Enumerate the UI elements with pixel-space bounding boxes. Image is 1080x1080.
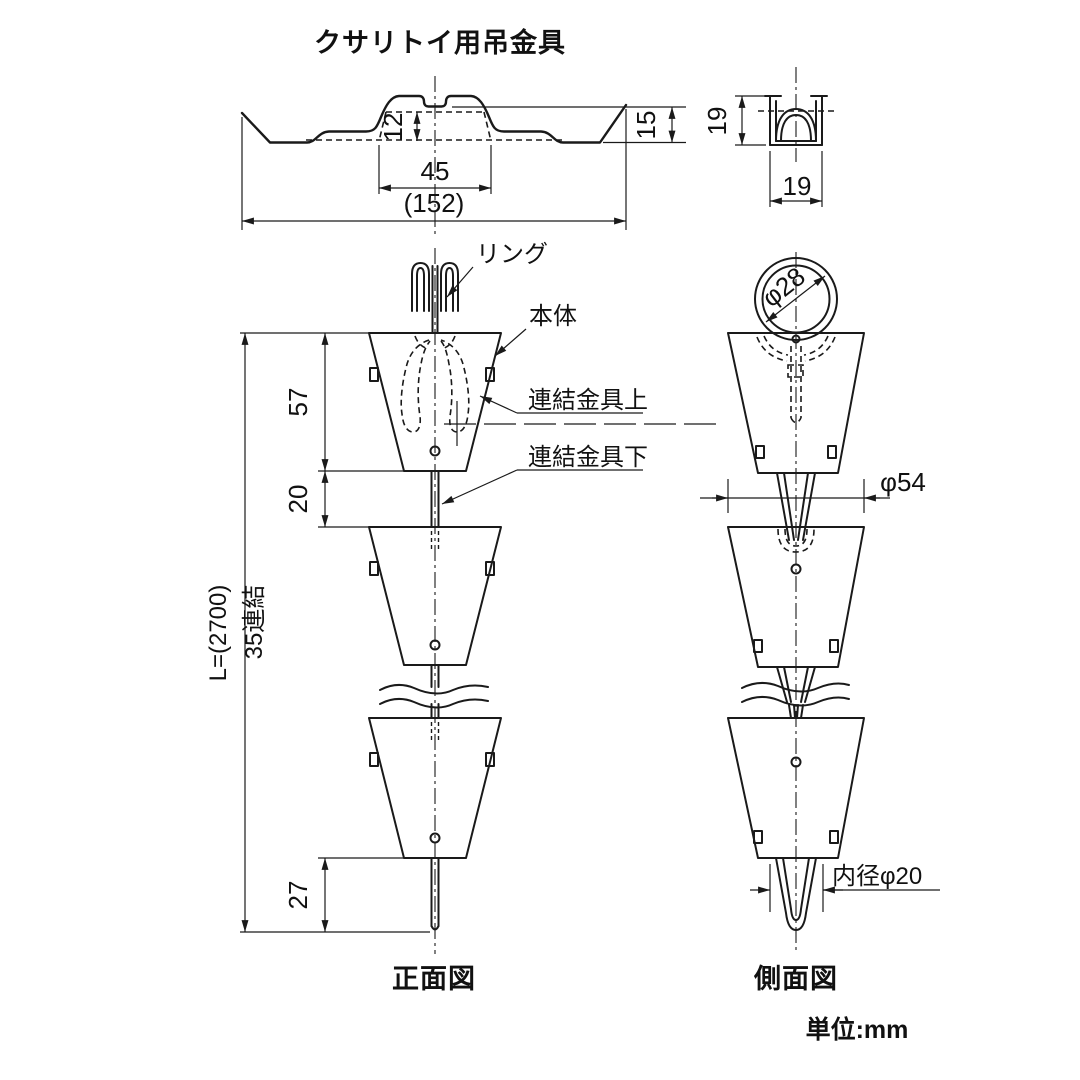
dim-gap: 20	[283, 471, 329, 527]
body-leader	[494, 328, 527, 357]
dim-12-label: 12	[378, 113, 408, 142]
front-view-caption: 正面図	[392, 964, 476, 994]
dim-152-label: (152)	[404, 188, 465, 218]
side-view: φ28	[700, 252, 940, 994]
dim-20-label: 20	[283, 485, 313, 514]
cup-1-left-tab	[369, 367, 379, 382]
ring-attach-hole	[791, 334, 801, 344]
dim-phi28-label: φ28	[756, 261, 811, 313]
dim-inner-width: 45	[378, 145, 492, 194]
side-cup-3-hole	[790, 756, 802, 768]
ring	[411, 262, 459, 334]
side-cup-3-right-tab	[829, 830, 839, 844]
body-label: 本体	[529, 303, 577, 330]
lower-connector-leader	[441, 469, 518, 505]
ring-leader	[446, 266, 474, 298]
side-cup-1-right-tab	[827, 445, 837, 459]
side-break-lines	[741, 682, 850, 707]
side-view-caption: 側面図	[753, 964, 838, 994]
side-cup-2-right-tab	[829, 639, 839, 653]
dim-phi20-label: 内径φ20	[832, 863, 922, 890]
dim-bracket-height: 19	[702, 95, 766, 146]
dim-bracket-width: 19	[769, 151, 823, 207]
dim-27-label: 27	[283, 881, 313, 910]
hook-hidden-in-cup2	[777, 528, 815, 553]
bracket-profile	[240, 94, 628, 144]
dim-phi54-label: φ54	[880, 467, 926, 497]
ring-label: リング	[476, 241, 548, 268]
upper-connector-hidden	[400, 335, 470, 433]
side-cup-2	[727, 526, 865, 668]
side-cup-2-left-tab	[753, 639, 763, 653]
dim-19h-label: 19	[702, 107, 732, 136]
dim-57-label: 57	[283, 388, 313, 417]
upper-connector-label: 連結金具上	[528, 387, 648, 414]
cup-2-right-tab	[485, 561, 495, 576]
upper-connector-leader	[479, 395, 518, 414]
cup-3	[368, 717, 502, 859]
cup-1-hole	[429, 445, 441, 457]
cup-2	[368, 526, 502, 666]
tail-rod	[430, 857, 440, 931]
bracket-side-view: 19 19	[702, 67, 834, 207]
dim-links-label: 35連結	[241, 585, 268, 660]
side-cup-1-left-tab	[755, 445, 765, 459]
rod-hidden-in-cup3	[430, 722, 440, 740]
dim-45-label: 45	[421, 156, 450, 186]
cup-2-left-tab	[369, 561, 379, 576]
front-break-lines	[379, 684, 489, 709]
dim-web-height: 12	[378, 112, 421, 142]
dim-cup-dia: φ54	[700, 467, 926, 513]
lower-connector-rod	[430, 470, 440, 528]
rod-hidden-in-cup2	[430, 531, 440, 549]
side-cup-1-legs	[776, 472, 816, 541]
dim-total-label: L=(2700)	[205, 585, 232, 682]
cup-1	[368, 332, 502, 472]
bracket-dome-outer	[775, 108, 817, 142]
side-cup-1	[727, 332, 865, 474]
dim-inner-dia: 内径φ20	[750, 863, 940, 912]
cup-1-right-tab	[485, 367, 495, 382]
bracket-front-view: 12 45 (152) 15	[240, 76, 686, 236]
side-cup-2-legs	[776, 666, 816, 719]
cup-2-hole	[429, 639, 441, 651]
bracket-dome-inner	[780, 114, 812, 142]
side-cup-3-left-tab	[753, 830, 763, 844]
ring-side-outer	[754, 257, 838, 341]
dim-cup-height: 57	[283, 333, 404, 472]
ring-hidden-in-cup	[756, 335, 836, 424]
side-cup-3	[727, 717, 865, 859]
front-view: L=(2700) 35連結 57 20 27 リング 本体 連結金具上 連結金具	[205, 241, 724, 994]
cup-3-right-tab	[485, 752, 495, 767]
dim-15-label: 15	[631, 111, 661, 140]
dim-total-length: L=(2700) 35連結	[205, 333, 430, 933]
part-labels: リング 本体 連結金具上 連結金具下	[441, 241, 648, 505]
drawing-title: クサリトイ用吊金具	[314, 27, 566, 58]
side-cup-2-hole	[790, 563, 802, 575]
dim-19w-label: 19	[783, 171, 812, 201]
dim-overall-width: (152)	[241, 109, 627, 230]
lower-connector-label: 連結金具下	[528, 444, 648, 471]
cup-3-hole	[429, 832, 441, 844]
unit-note: 単位:mm	[806, 1015, 909, 1044]
cup-3-left-tab	[369, 752, 379, 767]
dim-end-height: 15	[452, 106, 686, 144]
dim-tail: 27	[283, 857, 404, 932]
bracket-hidden-hat	[378, 111, 492, 142]
tail-hook	[775, 857, 817, 931]
